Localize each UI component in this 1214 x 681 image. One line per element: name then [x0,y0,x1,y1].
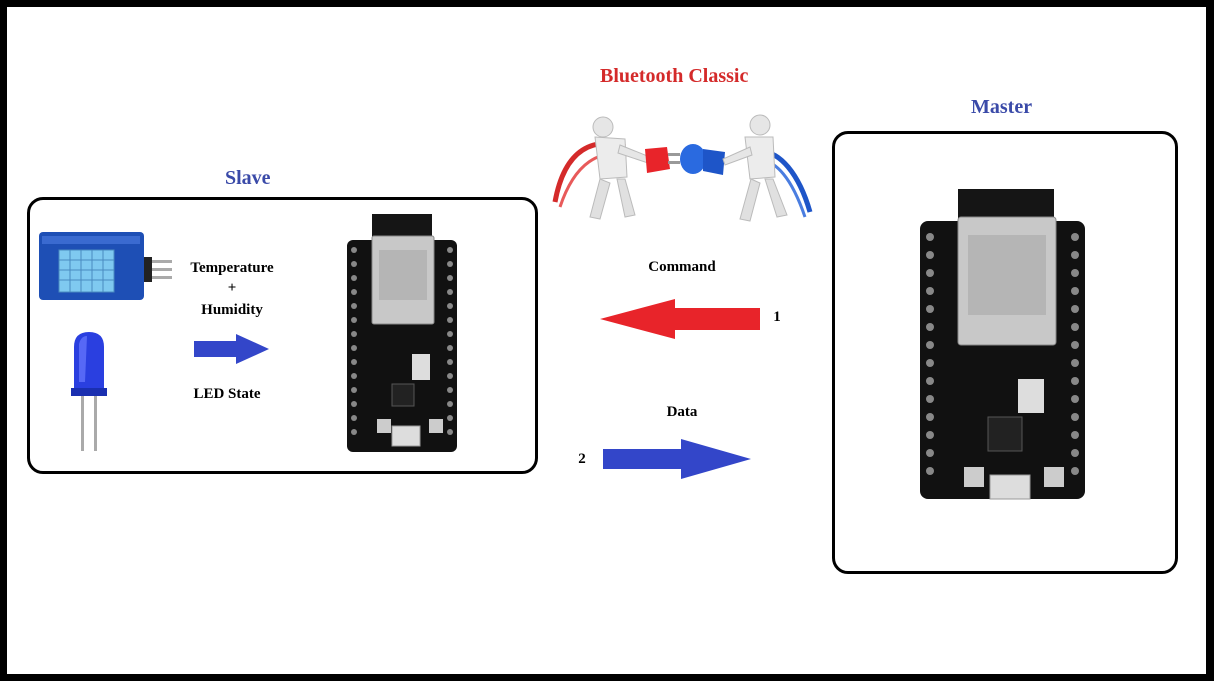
data-number: 2 [578,451,586,467]
blue-led-icon [71,332,107,451]
bluetooth-classic-title: Bluetooth Classic [600,65,749,87]
data-label: Data [666,404,698,420]
command-number: 1 [773,309,781,325]
plus-label: + [227,280,237,296]
humidity-label: Humidity [201,302,263,318]
esp32-board-icon [347,214,457,452]
command-arrow [600,299,760,339]
esp32-board-icon [920,189,1085,500]
temperature-label: Temperature [190,260,274,276]
bluetooth-plug-figures-icon [552,114,813,222]
slave-title: Slave [225,167,271,189]
slave-input-arrow [194,334,269,364]
master-title: Master [971,96,1033,118]
dht-sensor-icon [39,232,172,300]
data-arrow [603,439,751,479]
led-state-label: LED State [193,386,261,402]
command-label: Command [648,259,716,275]
diagram-canvas: Bluetooth Classic Slave Master [7,7,1206,674]
